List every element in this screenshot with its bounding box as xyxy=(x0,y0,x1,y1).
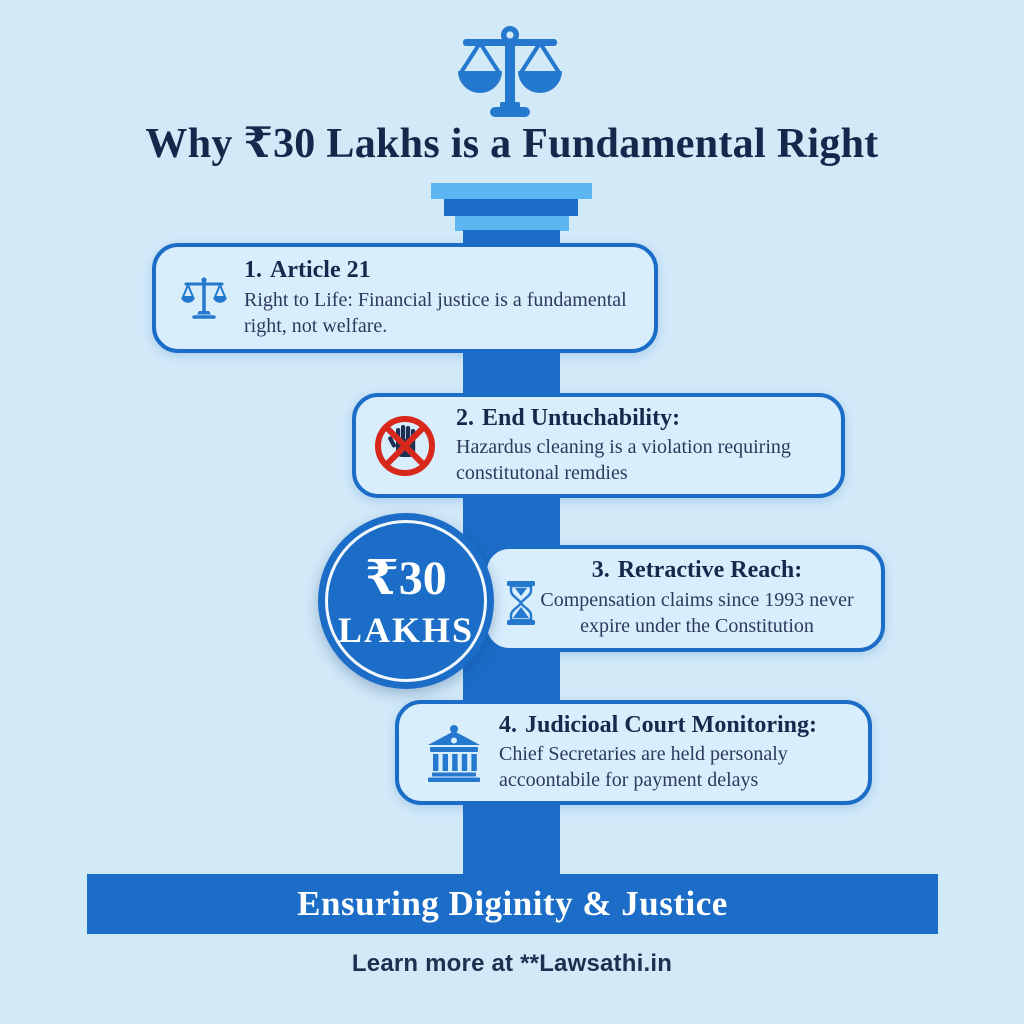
point-card-retroactive-reach: 3. Retractive Reach: Compensation claims … xyxy=(483,545,885,652)
point-number: 1. xyxy=(244,257,262,284)
point-heading: 2. End Untuchability: xyxy=(456,405,829,433)
point-heading: 3. Retractive Reach: xyxy=(523,557,871,585)
hourglass-icon xyxy=(503,579,539,627)
badge-unit: LAKHS xyxy=(337,609,475,650)
point-heading: 4. Judicioal Court Monitoring: xyxy=(499,712,856,740)
learn-more-text: Learn more at **Lawsathi.in xyxy=(351,950,673,977)
no-touch-hand-icon xyxy=(370,411,440,481)
point-number: 4. xyxy=(499,711,517,738)
point-number: 2. xyxy=(456,404,474,431)
badge-amount: ₹30 xyxy=(365,551,447,605)
point-body: Compensation claims since 1993 never exp… xyxy=(540,588,854,637)
scales-of-justice-icon xyxy=(449,18,571,125)
page-title: Why ₹30 Lakhs is a Fundamental Right xyxy=(145,121,879,167)
point-body: Right to Life: Financial justice is a fu… xyxy=(244,288,627,337)
point-title: Judicioal Court Monitoring: xyxy=(525,711,817,738)
point-card-end-untouchability: 2. End Untuchability: Hazardus cleaning i… xyxy=(352,393,845,498)
pillar-capital-bar-3 xyxy=(455,216,569,231)
point-number: 3. xyxy=(591,557,610,583)
footer-banner-text: Ensuring Diginity & Justice xyxy=(297,884,728,923)
point-body: Chief Secretaries are held personaly acc… xyxy=(499,743,788,792)
pillar-capital-bar-1 xyxy=(431,183,592,199)
point-title: Article 21 xyxy=(270,257,371,284)
footer-banner: Ensuring Diginity & Justice xyxy=(87,874,938,934)
point-heading: 1. Article 21 xyxy=(244,257,640,285)
amount-badge: ₹30 LAKHS xyxy=(318,513,494,689)
point-card-article-21: 1. Article 21 Right to Life: Financial ju… xyxy=(152,243,658,353)
point-title: End Untuchability: xyxy=(482,404,681,431)
pillar-capital-bar-2 xyxy=(444,199,578,216)
point-body: Hazardus cleaning is a violation requiri… xyxy=(456,436,791,485)
courthouse-icon xyxy=(425,724,483,782)
scales-outline-icon xyxy=(180,275,228,321)
point-card-judicial-monitoring: 4. Judicioal Court Monitoring: Chief Secr… xyxy=(395,700,872,805)
point-title: Retractive Reach: xyxy=(617,557,803,583)
